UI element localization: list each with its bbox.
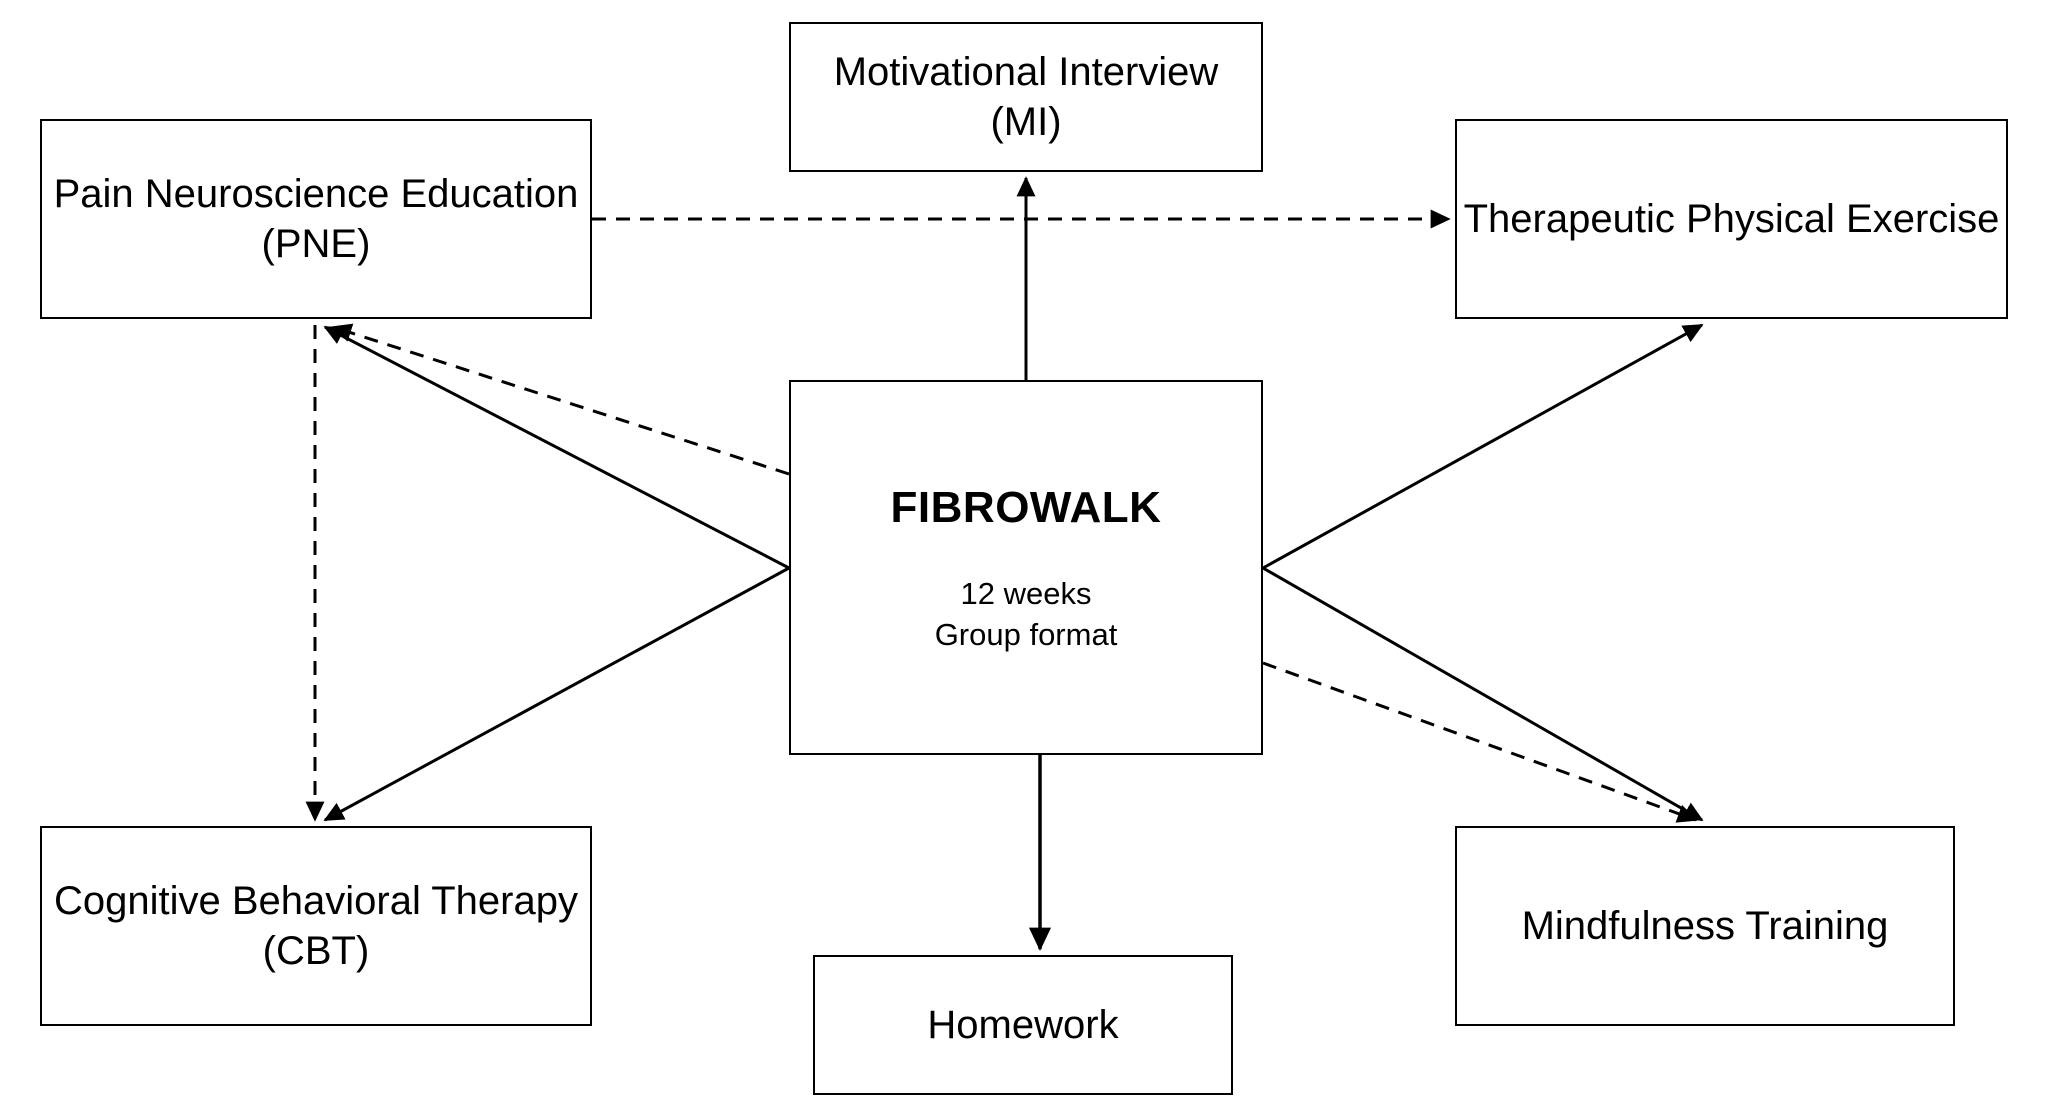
node-fibrowalk-duration: 12 weeks [960, 575, 1092, 611]
edge-fibrowalk-to-pne [323, 325, 790, 570]
node-fibrowalk-format: Group format [934, 617, 1118, 652]
node-pain-neuroscience-education[interactable]: Pain Neuroscience Education (PNE) [40, 119, 592, 319]
node-fibrowalk[interactable]: FIBROWALK 12 weeks Group format [789, 380, 1263, 755]
edge-fibrowalk-to-pne-dashed [331, 323, 790, 476]
edge-fibrowalk-to-cbt [323, 566, 790, 822]
node-mi-title: Motivational Interview [833, 50, 1219, 94]
node-homework[interactable]: Homework [813, 955, 1233, 1095]
node-mi-subtitle: (MI) [990, 100, 1062, 144]
node-motivational-interview[interactable]: Motivational Interview (MI) [789, 22, 1263, 172]
node-therapeutic-physical-exercise[interactable]: Therapeutic Physical Exercise [1455, 119, 2008, 319]
edge-fibrowalk-to-tpe [1262, 323, 1704, 570]
node-mindfulness-training[interactable]: Mindfulness Training [1455, 826, 1955, 1026]
node-cbt-subtitle: (CBT) [262, 929, 370, 973]
node-pne-title: Pain Neuroscience Education [53, 172, 579, 216]
node-mindfulness-title: Mindfulness Training [1521, 904, 1889, 948]
node-cognitive-behavioral-therapy[interactable]: Cognitive Behavioral Therapy (CBT) [40, 826, 592, 1026]
edge-fibrowalk-to-mindfulness [1262, 566, 1704, 822]
node-cbt-title: Cognitive Behavioral Therapy [53, 879, 578, 923]
node-tpe-title: Therapeutic Physical Exercise [1463, 197, 2000, 241]
node-pne-subtitle: (PNE) [261, 222, 371, 266]
node-fibrowalk-title: FIBROWALK [890, 482, 1162, 532]
node-fibrowalk-details: 12 weeks Group format [935, 573, 1118, 655]
edge-fibrowalk-to-mindfulness-dashed [1262, 661, 1698, 823]
node-homework-title: Homework [927, 1003, 1119, 1047]
